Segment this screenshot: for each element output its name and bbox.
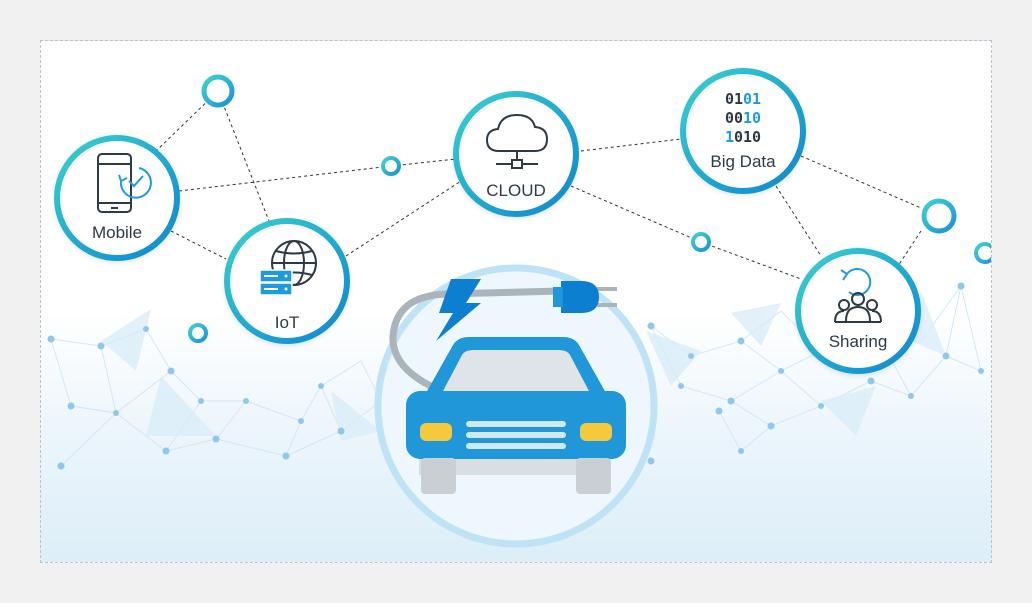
sync-check-icon — [118, 167, 152, 199]
small-ring-2 — [381, 156, 401, 176]
background-dots — [47, 282, 984, 470]
charging-cable-icon — [389, 281, 617, 397]
background-triangles — [101, 291, 946, 441]
binary-row-3: 1010 — [725, 128, 761, 146]
small-ring-6 — [974, 242, 991, 264]
binary-icon: 0101 0010 1010 — [725, 90, 761, 146]
lightning-bolt-icon — [436, 279, 481, 341]
node-sharing-label: Sharing — [829, 332, 888, 351]
connected-car-diagram: Mobile IoT CLOUD — [47, 68, 991, 548]
electric-car-illustration — [374, 264, 658, 548]
node-mobile: Mobile — [54, 135, 180, 261]
small-ring-4 — [691, 232, 711, 252]
node-big-data: 0101 0010 1010 Big Data — [680, 68, 806, 194]
small-ring-1 — [201, 74, 235, 108]
node-big-data-label: Big Data — [710, 152, 776, 171]
node-iot-label: IoT — [275, 313, 300, 332]
small-ring-5 — [921, 198, 957, 234]
binary-row-1: 0101 — [725, 90, 761, 108]
node-mobile-label: Mobile — [92, 223, 142, 242]
connection-lines — [155, 90, 922, 280]
server-icon — [259, 269, 293, 296]
small-ring-3 — [188, 323, 208, 343]
diagram-canvas: Mobile IoT CLOUD — [40, 40, 992, 563]
car-icon — [406, 337, 626, 494]
node-cloud-label: CLOUD — [486, 181, 546, 200]
node-sharing: Sharing — [795, 248, 921, 374]
node-cloud: CLOUD — [453, 91, 579, 217]
globe-icon — [271, 240, 317, 286]
refresh-icon — [840, 267, 872, 296]
cloud-network-icon — [485, 113, 549, 169]
node-iot: IoT — [224, 218, 350, 344]
binary-row-2: 0010 — [725, 109, 761, 127]
group-people-icon — [834, 292, 882, 323]
